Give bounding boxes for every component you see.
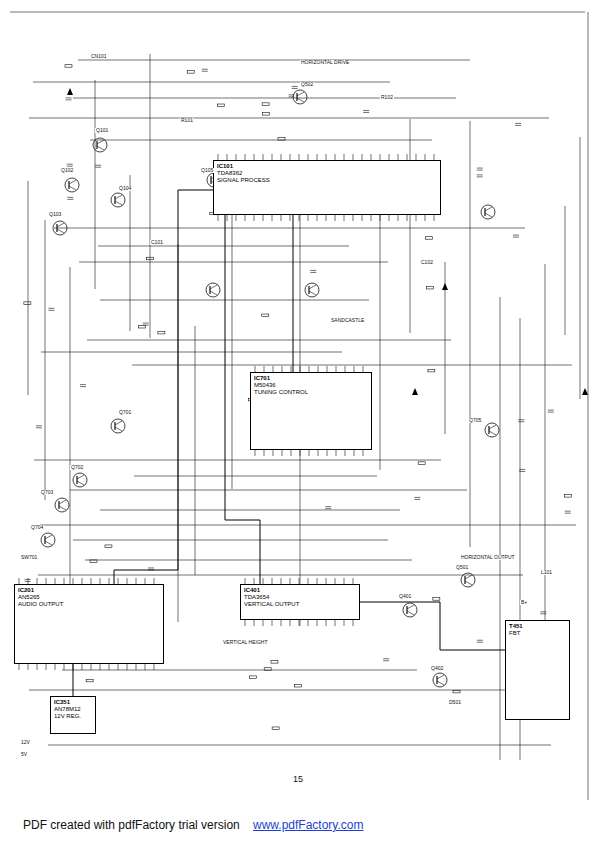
part-label: R102 xyxy=(380,95,394,100)
part-label: Q102 xyxy=(60,168,74,173)
ic-label: IC201 xyxy=(18,587,160,594)
ic-label: TDA8362 xyxy=(217,170,437,177)
ic-label: AN5265 xyxy=(18,594,160,601)
part-label: L101 xyxy=(540,570,553,575)
part-label: Q501 xyxy=(455,565,469,570)
part-label: HORIZONTAL DRIVE xyxy=(300,60,350,65)
ic-label: IC401 xyxy=(244,587,356,594)
part-label: HORIZONTAL OUTPUT xyxy=(460,555,516,560)
part-label: B+ xyxy=(520,600,528,605)
part-label: SANDCASTLE xyxy=(330,318,365,323)
ic-box: IC701M50436TUNING CONTROL xyxy=(250,372,372,450)
ic-label: T451 xyxy=(509,623,566,630)
ic-box: IC401TDA3654VERTICAL OUTPUT xyxy=(240,584,360,620)
part-label: CN101 xyxy=(90,54,108,59)
part-label: D501 xyxy=(448,700,462,705)
ic-label: IC351 xyxy=(54,699,92,706)
signal-arrow xyxy=(582,388,588,395)
part-label: 12V xyxy=(20,740,31,745)
part-label: VERTICAL HEIGHT xyxy=(222,640,268,645)
part-label: Q402 xyxy=(430,666,444,671)
ic-box: IC201AN5265AUDIO OUTPUT xyxy=(14,584,164,664)
part-label: Q705 xyxy=(468,418,482,423)
ic-box: IC351AN78M1212V REG. xyxy=(50,696,96,734)
ic-box: IC101TDA8362SIGNAL PROCESS xyxy=(213,160,441,215)
part-label: Q704 xyxy=(30,525,44,530)
ic-label: AUDIO OUTPUT xyxy=(18,601,160,608)
signal-arrow xyxy=(412,388,418,395)
page-number: 15 xyxy=(292,775,304,784)
part-label: Q104 xyxy=(118,186,132,191)
part-label: 5V xyxy=(20,752,28,757)
ic-label: FBT xyxy=(509,630,566,637)
ic-label: TDA3654 xyxy=(244,594,356,601)
signal-wire xyxy=(114,190,213,584)
wires xyxy=(10,12,588,800)
signal-wire xyxy=(73,664,74,696)
footer-text: PDF created with pdfFactory trial versio… xyxy=(22,819,241,831)
part-label: C102 xyxy=(420,260,434,265)
part-label: Q401 xyxy=(398,594,412,599)
ic-label: IC701 xyxy=(254,375,368,382)
part-label: Q703 xyxy=(40,490,54,495)
ic-label: 12V REG. xyxy=(54,713,92,720)
part-label: Q502 xyxy=(300,82,314,87)
part-label: Q702 xyxy=(70,465,84,470)
ic-label: IC101 xyxy=(217,163,437,170)
signal-arrow xyxy=(67,88,73,95)
transformer-box: T451FBT xyxy=(505,620,570,720)
part-label: Q101 xyxy=(95,128,109,133)
part-label: R101 xyxy=(180,118,194,123)
part-label: SW701 xyxy=(20,555,38,560)
signal-wire xyxy=(293,215,294,372)
part-label: C101 xyxy=(150,240,164,245)
footer-text: www.pdfFactory.com xyxy=(252,819,364,831)
ic-label: VERTICAL OUTPUT xyxy=(244,601,356,608)
ic-label: AN78M12 xyxy=(54,706,92,713)
ic-label: SIGNAL PROCESS xyxy=(217,177,437,184)
part-label: Q103 xyxy=(48,212,62,217)
signal-arrow xyxy=(442,283,448,290)
signal-wire xyxy=(360,602,505,650)
ic-label: M50436 xyxy=(254,382,368,389)
part-label: Q701 xyxy=(118,410,132,415)
ic-label: TUNING CONTROL xyxy=(254,389,368,396)
part-label: Q105 xyxy=(200,168,214,173)
